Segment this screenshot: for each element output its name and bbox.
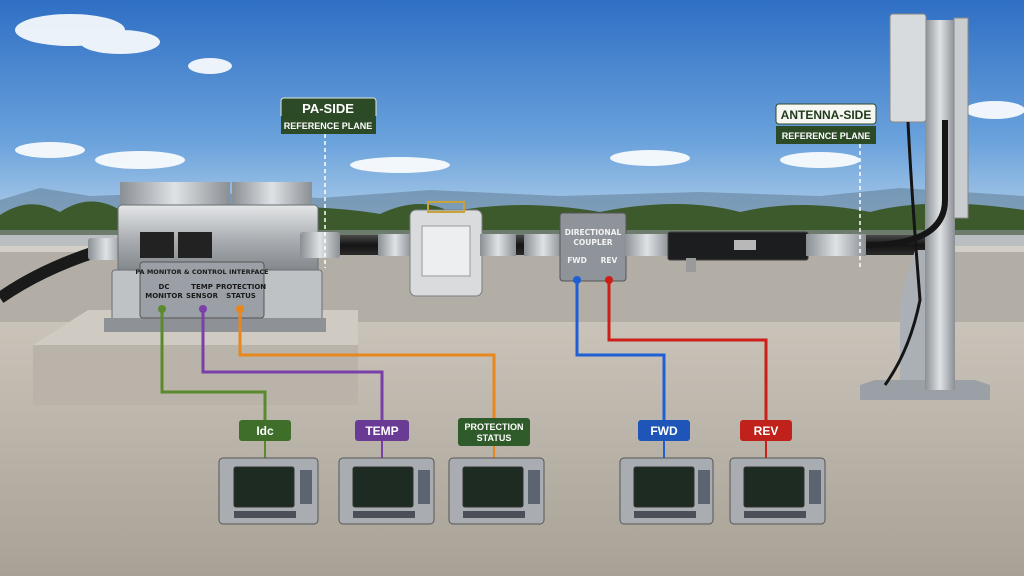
directional-coupler <box>559 212 627 282</box>
antenna-plane-title: ANTENNA-SIDE <box>781 108 872 122</box>
attenuator-tag <box>734 240 756 250</box>
inline-component-handle <box>427 201 465 213</box>
clouds <box>15 14 1024 173</box>
antenna-side-connector <box>806 234 866 256</box>
label-meter-links <box>264 441 767 458</box>
pa-output-connector <box>300 232 340 258</box>
label-temp-box <box>355 420 409 441</box>
label-idc-box <box>239 420 291 441</box>
port-temp-line2: SENSOR <box>186 292 219 300</box>
wire-fwd <box>575 283 666 420</box>
port-protection-connector[interactable] <box>236 305 244 313</box>
wire-idc <box>160 312 267 420</box>
inline-component-plate <box>421 225 471 277</box>
wire-protection <box>238 312 496 418</box>
antenna-plane-subtitle: REFERENCE PLANE <box>782 131 871 141</box>
label-temp: TEMP <box>365 424 398 438</box>
inline-component-connector-right <box>480 234 516 256</box>
port-protection-line1: PROTECTION <box>216 283 266 291</box>
coupler-fwd-port[interactable] <box>573 276 581 284</box>
input-connector <box>88 238 124 260</box>
port-protection-line2: STATUS <box>226 292 256 300</box>
coupler-label-line2: COUPLER <box>573 238 612 247</box>
wire-rev <box>607 283 768 420</box>
coupler-connector-left <box>524 234 562 256</box>
coupler-rev-port[interactable] <box>605 276 613 284</box>
antenna-jumper <box>883 121 922 386</box>
antenna-tower <box>860 13 990 400</box>
attenuator-port <box>686 258 696 272</box>
label-protection-line2: STATUS <box>477 433 512 443</box>
antenna-feed-cable <box>865 120 948 248</box>
coupler-connector-right <box>624 234 670 256</box>
pa-plane-title: PA-SIDE <box>302 101 354 116</box>
port-temp-line1: TEMP <box>191 283 213 291</box>
label-rev: REV <box>754 424 779 438</box>
coupler-fwd-label: FWD <box>567 256 587 265</box>
label-protection-box <box>458 418 530 446</box>
port-dc-line1: DC <box>159 283 170 291</box>
pa-plane-subtitle: REFERENCE PLANE <box>284 121 373 131</box>
wire-temp <box>201 312 384 420</box>
label-rev-box <box>740 420 792 441</box>
coupler-label-line1: DIRECTIONAL <box>565 228 622 237</box>
label-protection-line1: PROTECTION <box>464 422 523 432</box>
meter-fwd[interactable] <box>619 457 714 525</box>
port-dc-connector[interactable] <box>158 305 166 313</box>
antenna-plane-subtitle-box <box>776 126 876 144</box>
antenna-plane-title-box <box>775 103 877 125</box>
coupler-rev-label: REV <box>601 256 618 265</box>
label-fwd: FWD <box>650 424 678 438</box>
port-temp-connector[interactable] <box>199 305 207 313</box>
pa-plane-subtitle-box <box>281 116 376 134</box>
inline-component-connector-left <box>378 234 412 256</box>
meter-temp[interactable] <box>338 457 435 525</box>
monitor-panel-title: PA MONITOR & CONTROL INTERFACE <box>135 268 268 276</box>
meter-protection[interactable] <box>448 457 545 525</box>
port-dc-line2: MONITOR <box>145 292 183 300</box>
label-idc: Idc <box>256 424 274 438</box>
meter-rev[interactable] <box>729 457 826 525</box>
input-cable <box>0 246 97 303</box>
label-fwd-box <box>638 420 690 441</box>
meter-idc[interactable] <box>218 457 319 525</box>
